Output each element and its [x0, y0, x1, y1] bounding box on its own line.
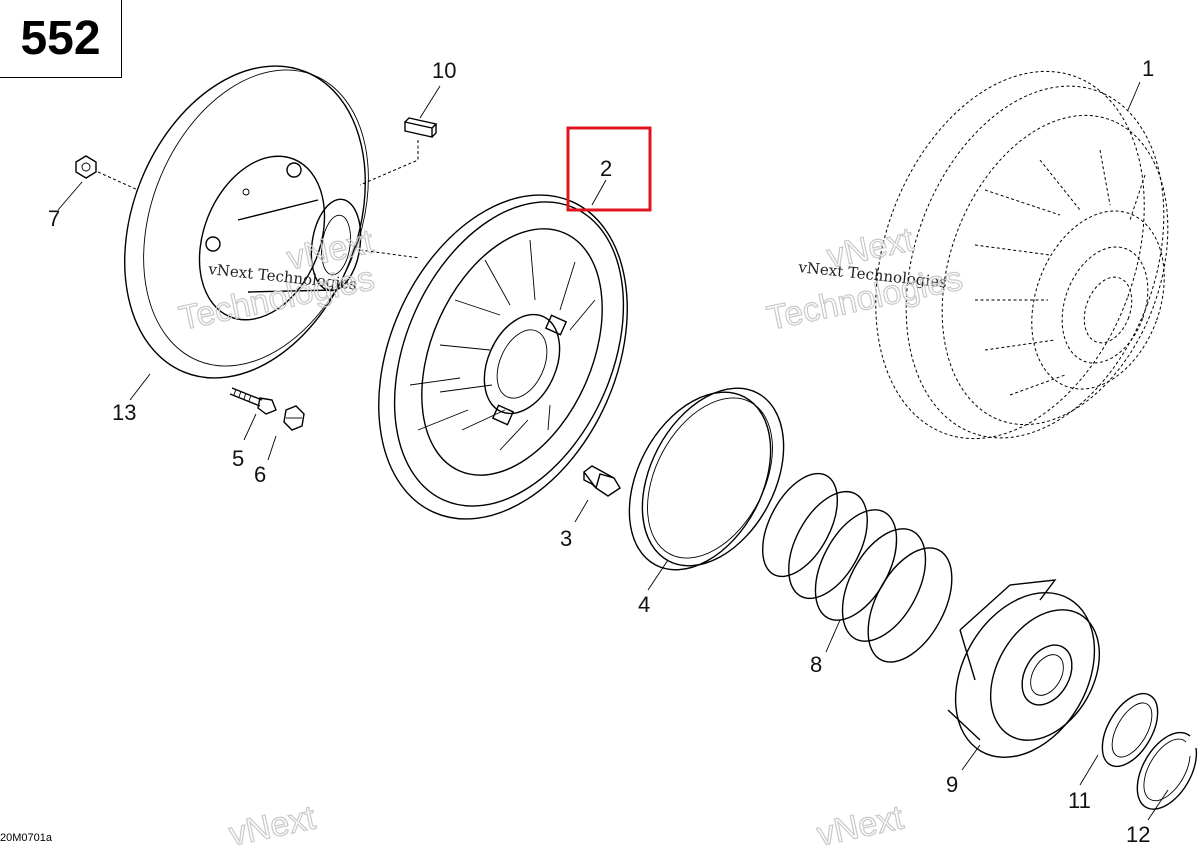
callout-3: 3: [560, 526, 572, 551]
callout-10: 10: [432, 58, 456, 83]
part-3-slider-shoe: [583, 465, 621, 497]
part-8-spring: [761, 472, 953, 663]
part-9-cam: [947, 579, 1101, 758]
callout-1: 1: [1142, 56, 1154, 81]
callout-6: 6: [254, 462, 266, 487]
part-5-bolt: [229, 387, 277, 415]
callout-12: 12: [1126, 822, 1150, 846]
callout-4: 4: [638, 592, 650, 617]
page-number: 552: [20, 12, 101, 65]
highlight-box-callout-2: [566, 126, 652, 212]
watermark-brand-bottom-2: vNext: [814, 798, 907, 846]
callout-13: 13: [112, 400, 136, 425]
watermark-brand-bottom-1: vNext: [226, 798, 319, 846]
callout-7: 7: [48, 206, 60, 231]
leader-lines: [57, 81, 1169, 821]
part-7-nut: [75, 155, 139, 191]
part-12-retaining-ring: [1136, 731, 1198, 810]
part-4-ring: [628, 387, 785, 571]
callout-2: 2: [600, 156, 612, 181]
callout-numbers: 1 2 3 4 5 6 7 8 9 10 11 12 13: [48, 56, 1154, 846]
page-number-box: 552: [0, 0, 122, 78]
callout-11: 11: [1068, 788, 1091, 813]
part-2-sliding-sheave: [378, 194, 628, 520]
callout-8: 8: [810, 652, 822, 677]
watermarks: vNext Technologies vNext Technologies vN…: [175, 220, 966, 846]
callout-9: 9: [946, 772, 958, 797]
part-10-key: [359, 117, 438, 186]
part-13-fixed-sheave: [124, 65, 421, 379]
reference-code: 20M0701a: [0, 832, 52, 844]
watermark-brand-top-right: vNext: [824, 220, 917, 275]
part-11-washer: [1101, 692, 1159, 768]
part-1-driven-pulley-assembly: [875, 70, 1169, 440]
part-6-nut: [283, 405, 305, 431]
callout-5: 5: [232, 446, 244, 471]
